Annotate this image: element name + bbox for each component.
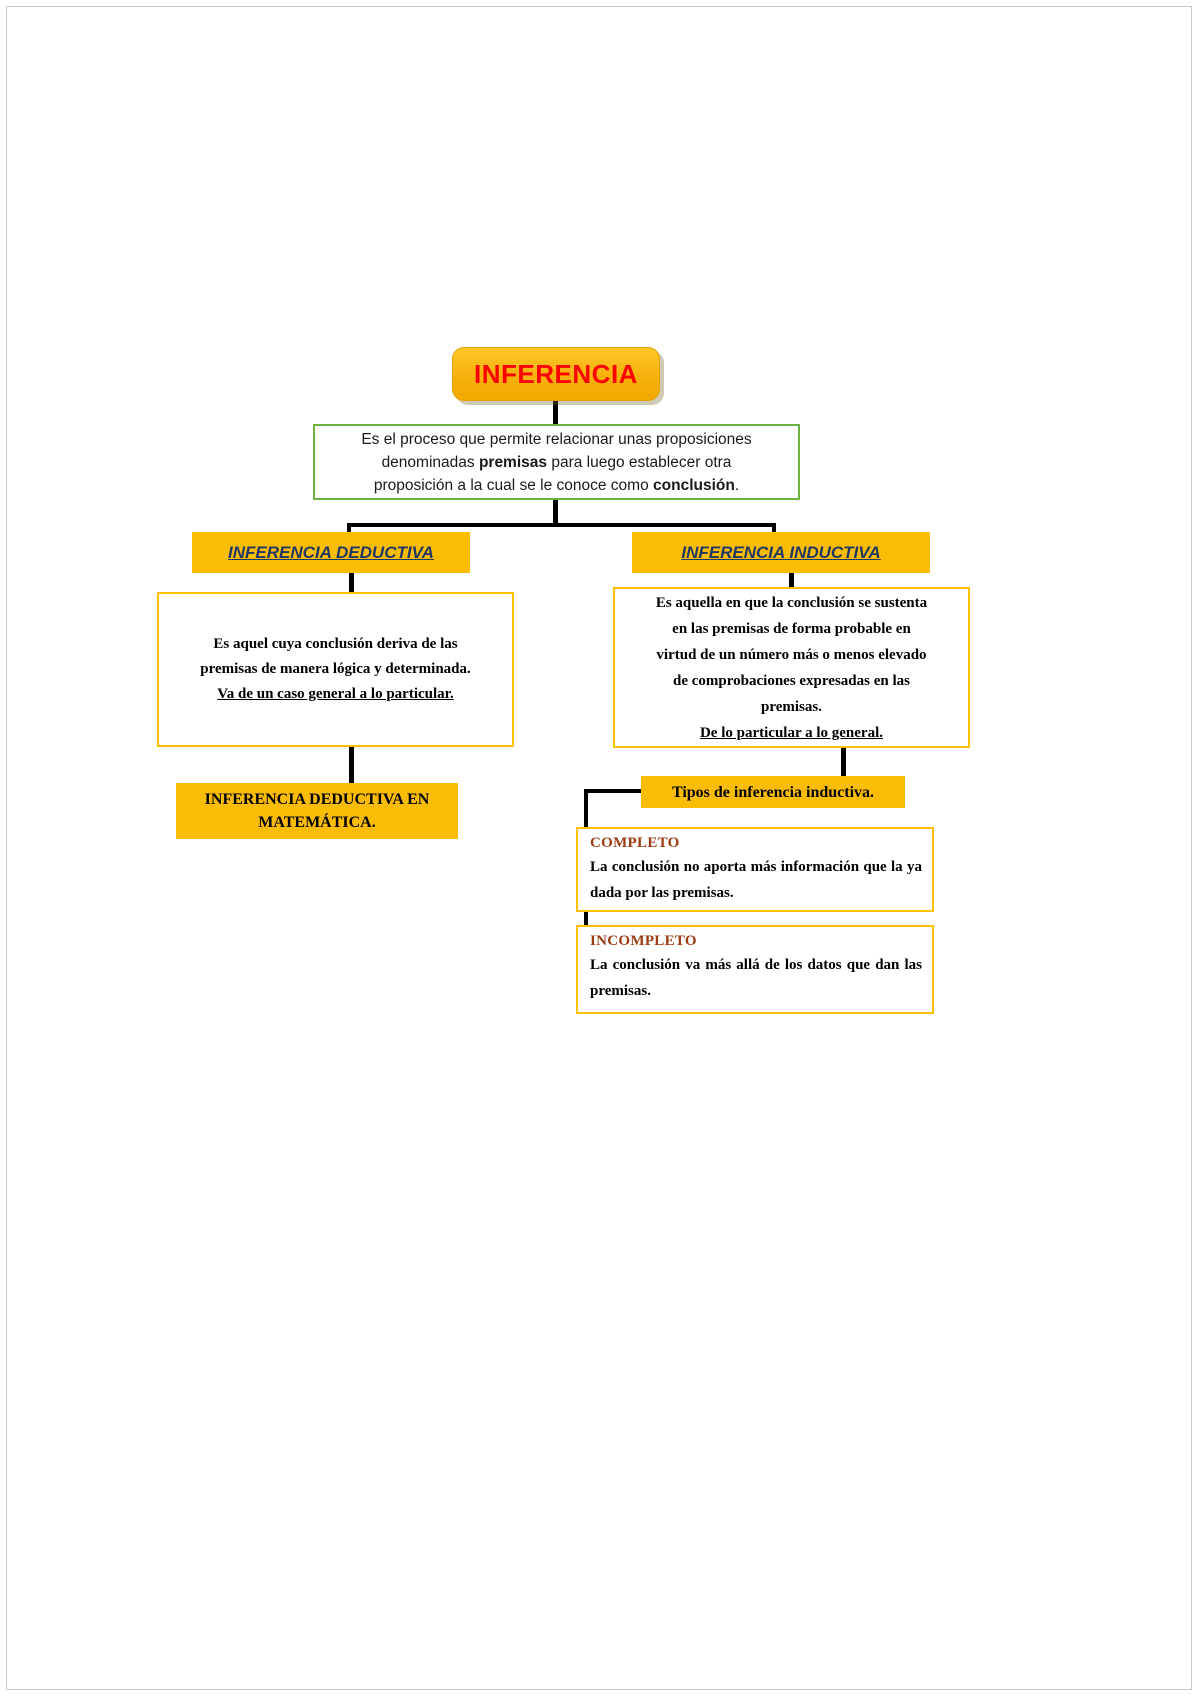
box-inductiva-description[interactable]: Es aquella en que la conclusión se suste… — [613, 587, 970, 748]
tipo-completo-text: La conclusión no aporta más información … — [590, 859, 922, 901]
node-inferencia-root[interactable]: INFERENCIA — [452, 347, 660, 401]
definition-line-2c: para luego establecer otra — [547, 453, 732, 471]
definition-box[interactable]: Es el proceso que permite relacionar una… — [313, 424, 800, 500]
connector-inductiva-desc-to-tipos — [841, 747, 846, 780]
header-inferencia-inductiva[interactable]: INFERENCIA INDUCTIVA — [632, 532, 930, 573]
inductiva-desc-line-3: virtud de un número más o menos elevado — [656, 646, 927, 663]
deductiva-desc-line-2: premisas de manera lógica y determinada. — [200, 661, 471, 677]
connector-to-inductiva-header — [772, 523, 776, 535]
connector-to-deductiva-header — [347, 523, 351, 535]
tipo-completo-heading: COMPLETO — [590, 835, 680, 851]
inductiva-desc-line-2: en las premisas de forma probable en — [672, 620, 911, 637]
inductiva-desc-line-1: Es aquella en que la conclusión se suste… — [655, 594, 928, 611]
tipo-incompleto-heading: INCOMPLETO — [590, 933, 697, 949]
inductiva-description-text: Es aquella en que la conclusión se suste… — [656, 590, 927, 746]
box-tipo-completo[interactable]: COMPLETO La conclusión no aporta más inf… — [576, 827, 934, 912]
inductiva-desc-line-6: De lo particular a lo general. — [699, 724, 883, 741]
deductiva-desc-line-1: Es aquel cuya conclusión deriva de las — [213, 636, 458, 652]
box-deductiva-matematica[interactable]: INFERENCIA DEDUCTIVA EN MATEMÁTICA. — [176, 783, 458, 839]
box-tipos-inferencia-inductiva[interactable]: Tipos de inferencia inductiva. — [641, 776, 905, 808]
inductiva-desc-line-5: premisas. — [761, 698, 822, 715]
deductiva-matematica-line-1: INFERENCIA DEDUCTIVA EN — [204, 791, 430, 808]
header-inferencia-deductiva[interactable]: INFERENCIA DEDUCTIVA — [192, 532, 470, 573]
connector-tipos-bracket-horizontal — [584, 789, 644, 793]
node-inferencia-root-label: INFERENCIA — [474, 358, 638, 389]
deductiva-matematica-text: INFERENCIA DEDUCTIVA EN MATEMÁTICA. — [205, 788, 430, 834]
definition-line-3c: . — [734, 476, 740, 494]
connector-branch-horizontal — [347, 523, 776, 527]
box-deductiva-description[interactable]: Es aquel cuya conclusión deriva de las p… — [157, 592, 514, 747]
inductiva-desc-line-4: de comprobaciones expresadas en las — [673, 672, 910, 689]
tipo-incompleto-text: La conclusión va más allá de los datos q… — [590, 957, 922, 999]
connector-inductiva-header-to-desc — [789, 571, 794, 591]
definition-line-3a: proposición a la cual se le conoce como — [373, 476, 654, 494]
connector-deductiva-header-to-desc — [349, 571, 354, 594]
header-inferencia-inductiva-label: INFERENCIA INDUCTIVA — [681, 542, 881, 562]
definition-line-1: Es el proceso que permite relacionar una… — [361, 430, 752, 448]
deductiva-desc-line-3: Va de un caso general a lo particular. — [217, 686, 454, 702]
deductiva-description-text: Es aquel cuya conclusión deriva de las p… — [200, 632, 471, 707]
definition-line-2a: denominadas — [381, 453, 479, 471]
definition-text: Es el proceso que permite relacionar una… — [361, 428, 751, 497]
tipos-inferencia-inductiva-label: Tipos de inferencia inductiva. — [671, 783, 875, 801]
deductiva-matematica-line-2: MATEMÁTICA. — [258, 814, 376, 831]
header-inferencia-deductiva-label: INFERENCIA DEDUCTIVA — [228, 542, 434, 562]
connector-deductiva-desc-to-result — [349, 746, 354, 785]
box-tipo-incompleto[interactable]: INCOMPLETO La conclusión va más allá de … — [576, 925, 934, 1014]
definition-premisas-emphasis: premisas — [478, 453, 548, 471]
definition-conclusion-emphasis: conclusión — [653, 476, 735, 494]
